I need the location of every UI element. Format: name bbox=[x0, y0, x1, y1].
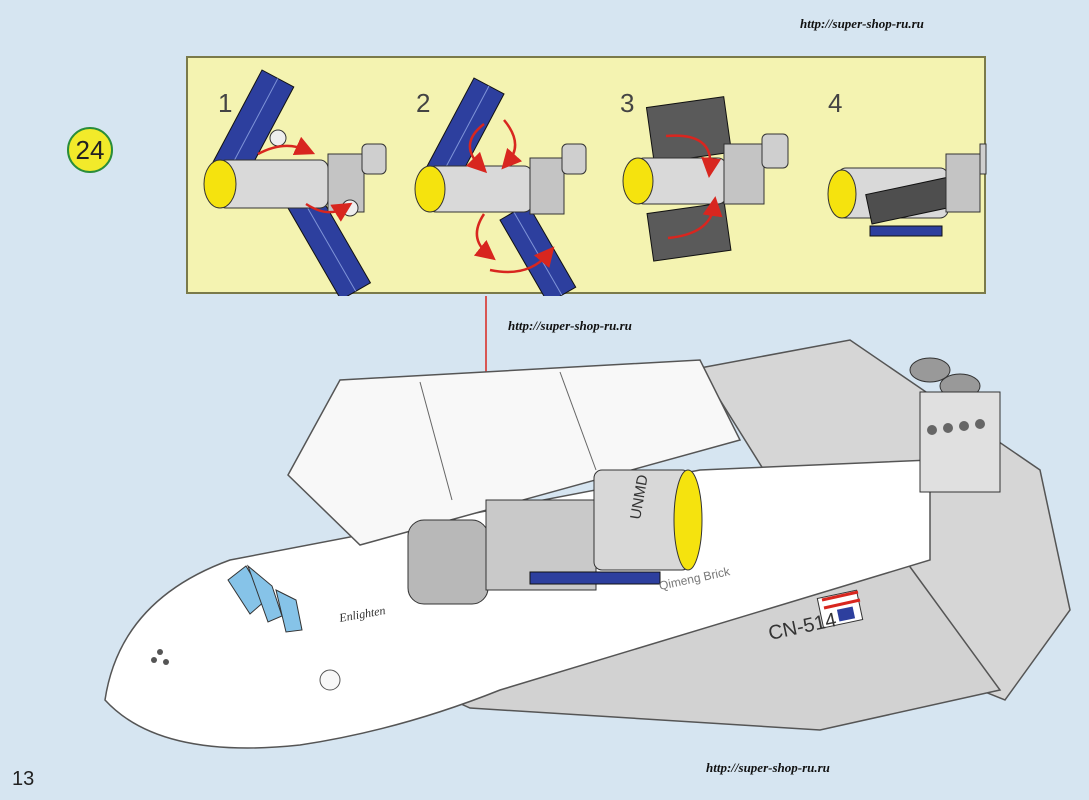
substep-4-illustration bbox=[827, 143, 987, 237]
page-number: 13 bbox=[12, 768, 35, 790]
substep-1-number: 1 bbox=[218, 88, 233, 118]
substep-1-illustration bbox=[203, 69, 387, 296]
payload-module: UNMD bbox=[407, 469, 703, 605]
engine-nozzles bbox=[909, 357, 1001, 493]
substep-2-number: 2 bbox=[416, 88, 431, 118]
callout-pointer-arrowhead bbox=[482, 486, 490, 496]
watermark-url-bottom: http://super-shop-ru.ru bbox=[706, 760, 830, 775]
watermark-url-top: http://super-shop-ru.ru bbox=[800, 16, 924, 31]
module-brand-label: UNMD bbox=[627, 473, 652, 520]
shuttle-fuselage bbox=[104, 459, 931, 749]
shuttle-name-label: Enlighten bbox=[337, 603, 386, 625]
watermark-url-middle: http://super-shop-ru.ru bbox=[508, 318, 632, 333]
callout-illustrations bbox=[203, 69, 987, 296]
shuttle-id-label: CN-514 bbox=[766, 609, 838, 645]
substep-2-illustration bbox=[414, 77, 587, 296]
shuttle-tail-section bbox=[698, 339, 1071, 701]
callout-panel: 1 2 3 4 bbox=[186, 56, 987, 296]
flag-decal bbox=[816, 589, 864, 629]
cargo-bay-door bbox=[287, 359, 742, 546]
substep-4-number: 4 bbox=[828, 88, 843, 118]
shuttle-side-text: Qimeng Brick bbox=[658, 564, 732, 593]
cockpit-windows bbox=[227, 564, 303, 633]
shuttle-wing bbox=[428, 539, 1002, 731]
substep-3-number: 3 bbox=[620, 88, 635, 118]
substep-3-illustration bbox=[622, 96, 789, 262]
step-number-badge: 24 bbox=[67, 127, 113, 173]
